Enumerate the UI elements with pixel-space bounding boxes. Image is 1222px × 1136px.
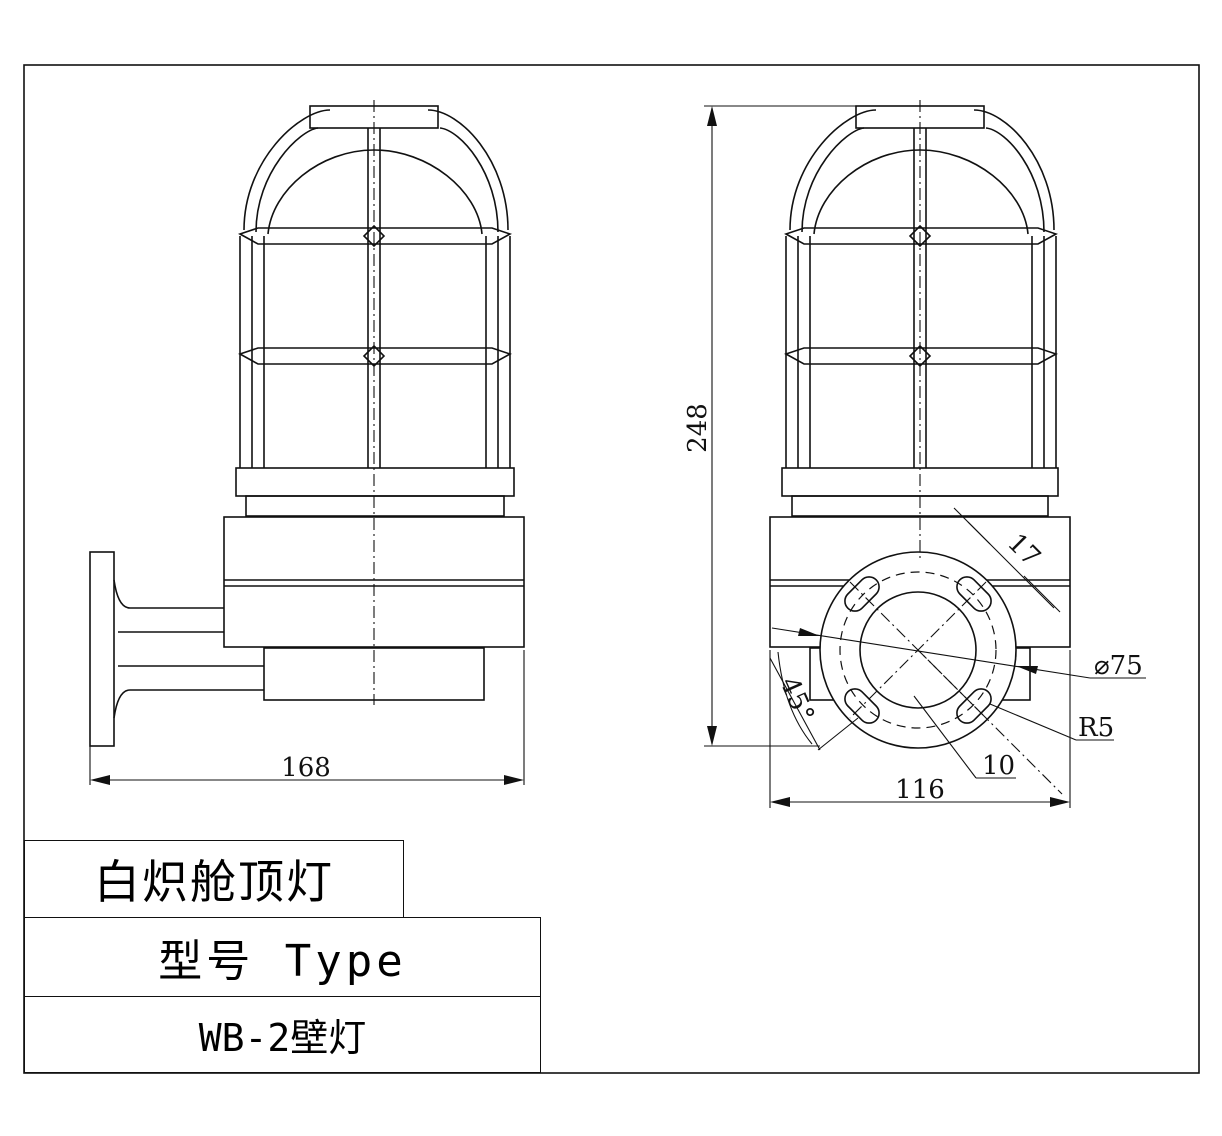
dim-radius: R5 xyxy=(1078,713,1114,743)
drawing-frame xyxy=(23,64,1200,1074)
dim-slot-length: 10 xyxy=(982,751,1015,781)
side-view xyxy=(89,100,525,785)
front-view xyxy=(704,100,1146,808)
product-name-cell: 白炽舱顶灯 xyxy=(24,840,404,918)
dim-height: 248 xyxy=(683,403,713,453)
dim-diameter: ⌀75 xyxy=(1094,651,1143,681)
model-cell: WB-2壁灯 xyxy=(24,996,541,1073)
model-value: WB-2壁灯 xyxy=(198,1016,367,1060)
type-label-cell: 型号 Type xyxy=(24,917,541,997)
type-label: 型号 Type xyxy=(158,936,407,987)
dim-side-width: 168 xyxy=(281,753,331,783)
dim-slot-width: 17 xyxy=(1001,528,1046,573)
dim-angle: 45° xyxy=(774,673,820,727)
dim-front-width: 116 xyxy=(895,775,945,805)
product-name: 白炽舱顶灯 xyxy=(94,855,334,909)
